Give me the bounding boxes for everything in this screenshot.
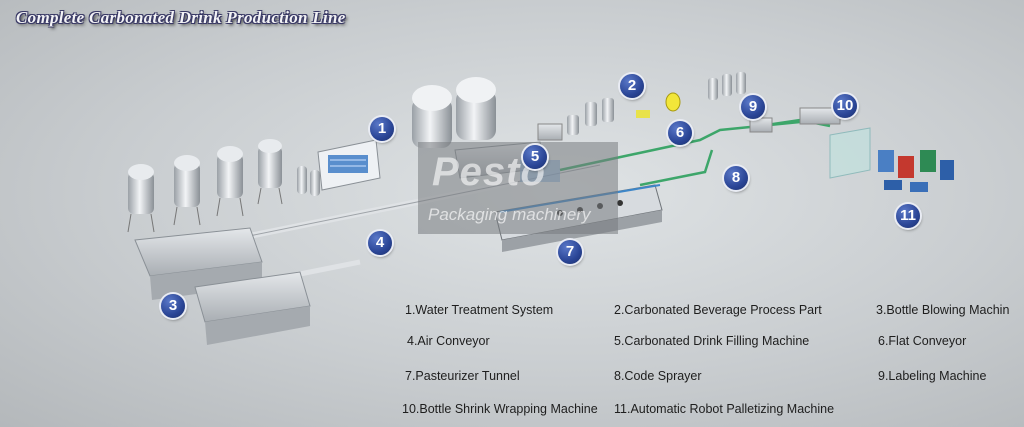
badge-6: 6 [668, 121, 692, 145]
water-tanks [127, 139, 320, 233]
badge-3: 3 [161, 294, 185, 318]
badge-11: 11 [896, 204, 920, 228]
badge-1: 1 [370, 117, 394, 141]
badge-5: 5 [523, 145, 547, 169]
legend-item: 7.Pasteurizer Tunnel [405, 369, 520, 383]
badge-9: 9 [741, 95, 765, 119]
badge-7: 7 [558, 240, 582, 264]
page-title: Complete Carbonated Drink Production Lin… [16, 8, 346, 27]
labeling-machine [749, 117, 773, 133]
legend-item: 10.Bottle Shrink Wrapping Machine [402, 402, 598, 416]
legend-item: 4.Air Conveyor [407, 334, 490, 348]
legend-item: 11.Automatic Robot Palletizing Machine [614, 402, 835, 416]
legend-item: 2.Carbonated Beverage Process Part [614, 303, 822, 317]
badge-4: 4 [368, 231, 392, 255]
legend-item: 9.Labeling Machine [878, 369, 987, 383]
process-equipment [537, 72, 746, 141]
storage-tanks [412, 77, 496, 148]
shrink-wrapping-machine [799, 107, 871, 179]
badge-8: 8 [724, 166, 748, 190]
palletizing-area [878, 150, 954, 192]
water-treatment-unit [317, 139, 381, 191]
badge-10: 10 [833, 94, 857, 118]
watermark-subtitle: Packaging machinery [428, 205, 591, 224]
badge-2: 2 [620, 74, 644, 98]
legend-item: 6.Flat Conveyor [878, 334, 967, 348]
legend-item: 8.Code Sprayer [614, 369, 702, 383]
legend-item: 1.Water Treatment System [405, 303, 554, 317]
watermark-box [418, 142, 618, 234]
bottle-blowing-machines [134, 227, 311, 345]
legend-item: 3.Bottle Blowing Machin [876, 303, 1010, 317]
legend-item: 5.Carbonated Drink Filling Machine [614, 334, 810, 348]
